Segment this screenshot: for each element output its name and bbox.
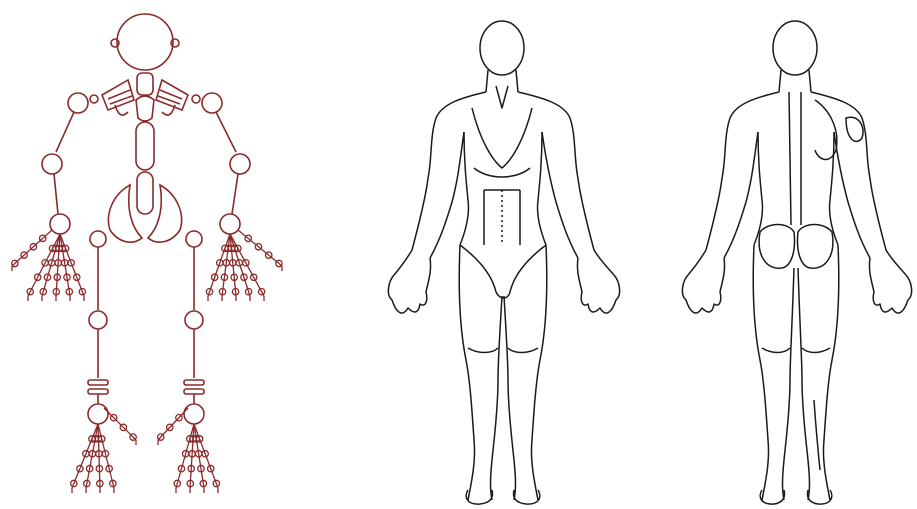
- skeleton-upper-arm-left: [56, 112, 74, 152]
- front-hand-right: [577, 258, 619, 313]
- front-ribcage: [474, 168, 530, 177]
- front-groin: [460, 245, 546, 298]
- front-left-arm-outer: [394, 92, 486, 275]
- back-buttock-left: [759, 225, 794, 269]
- skeleton-wrist-right: [220, 214, 240, 234]
- right-toe-0-line: [176, 424, 194, 488]
- skeleton-ankle-right-upper: [184, 380, 204, 385]
- front-leg-left-inner: [491, 296, 503, 500]
- left-finger-4-line: [60, 234, 84, 296]
- joint-skeleton-diagram: [0, 0, 300, 509]
- skeleton-hip-right: [186, 231, 202, 247]
- back-leg-left-inner: [783, 268, 795, 500]
- back-left-arm-outer: [688, 92, 779, 275]
- back-left-arm-inner: [724, 132, 758, 258]
- skeleton-elbow-left: [42, 154, 62, 174]
- skeleton-strokes: [42, 14, 250, 424]
- right-finger-0-line: [208, 234, 230, 296]
- front-neck-front: [496, 86, 508, 108]
- right-toe-3-line: [194, 424, 218, 488]
- skeleton-shoulder-joint-right: [202, 93, 222, 113]
- front-leg-right-outer: [531, 245, 546, 500]
- skeleton-foot-left: [88, 404, 108, 424]
- skeleton-shoulder-joint-left: [68, 93, 88, 113]
- skeleton-elbow-right: [230, 154, 250, 174]
- skeleton-head: [117, 14, 173, 70]
- front-knees: [468, 348, 538, 353]
- left-toe-2-line: [98, 424, 100, 488]
- skeleton-ankle-left-lower: [88, 389, 108, 394]
- front-right-arm-outer: [518, 92, 614, 275]
- skeleton-upper-arm-right: [216, 112, 236, 152]
- front-hand-left: [388, 258, 430, 313]
- back-outline-strokes: [682, 21, 911, 504]
- front-right-arm-inner: [542, 132, 578, 258]
- front-head: [480, 21, 524, 75]
- skeleton-knee-left: [89, 311, 107, 329]
- front-leg-left-outer: [459, 245, 474, 500]
- front-outline-strokes: [388, 21, 619, 504]
- skeleton-spine-lower: [137, 172, 153, 214]
- front-leg-right-inner: [504, 296, 516, 500]
- skeleton-foot-right: [184, 404, 204, 424]
- back-shoulder-right: [846, 117, 863, 141]
- skeleton-ac-joint-left: [90, 95, 98, 103]
- front-chest: [472, 108, 532, 168]
- skeleton-neck: [137, 73, 153, 95]
- back-leg-left-outer: [753, 245, 768, 500]
- skeleton-wrist-left: [50, 214, 70, 234]
- skeleton-sternum: [136, 96, 154, 121]
- skeleton-ankle-right-lower: [184, 389, 204, 394]
- back-hand-right: [869, 258, 911, 313]
- skeleton-digit-chains: [12, 230, 283, 493]
- front-left-arm-inner: [430, 132, 464, 258]
- back-leg-right-inner: [798, 268, 810, 500]
- skeleton-forearm-right: [232, 174, 238, 214]
- skeleton-ankle-left-upper: [88, 380, 108, 385]
- body-outline-front: [380, 0, 650, 509]
- back-buttock-right: [798, 225, 833, 269]
- back-knees: [762, 348, 830, 353]
- back-head: [773, 21, 817, 75]
- skeleton-forearm-left: [54, 174, 58, 214]
- back-leg-right-outer: [823, 245, 838, 500]
- back-spine: [789, 92, 801, 225]
- skeleton-knee-right: [185, 311, 203, 329]
- back-calf-line: [814, 400, 820, 470]
- back-hand-left: [682, 258, 724, 313]
- skeleton-hip-left: [90, 231, 106, 247]
- skeleton-ac-joint-right: [192, 95, 200, 103]
- skeleton-spine-upper: [136, 122, 154, 170]
- front-neck: [486, 70, 518, 92]
- body-outline-back: [670, 0, 917, 509]
- back-neck: [779, 70, 811, 92]
- back-right-arm-inner: [834, 132, 870, 258]
